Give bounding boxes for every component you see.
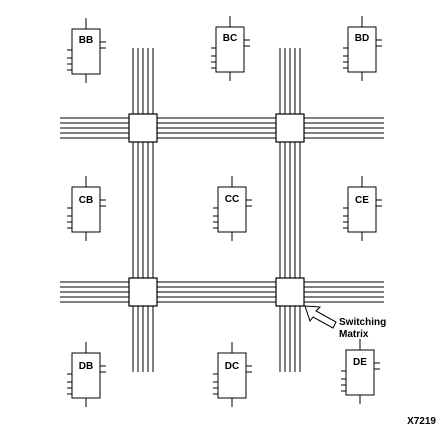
block-label-bd: BD — [355, 33, 369, 44]
block-label-ce: CE — [355, 195, 369, 206]
block-label-db: DB — [79, 361, 93, 372]
switching-matrix-label-line1: Switching — [339, 317, 386, 328]
block-label-cc: CC — [225, 194, 239, 205]
block-label-bb: BB — [79, 35, 93, 46]
horizontal-channel-top — [60, 117, 384, 139]
switching-matrix-label-line2: Matrix — [339, 329, 369, 340]
block-label-cb: CB — [79, 195, 93, 206]
switch-matrix-bottom-left — [128, 277, 158, 307]
switch-matrix-bottom-right — [275, 277, 305, 307]
vertical-channel-right — [279, 48, 301, 372]
logic-block-cc — [213, 176, 252, 241]
figure-id: X7219 — [407, 416, 436, 427]
block-label-dc: DC — [225, 361, 239, 372]
block-label-bc: BC — [223, 33, 237, 44]
horizontal-channel-bottom — [60, 281, 384, 303]
block-label-de: DE — [353, 357, 367, 368]
logic-block-de — [341, 339, 380, 404]
logic-block-bc — [211, 16, 250, 81]
logic-block-bd — [343, 16, 382, 81]
logic-block-db — [67, 342, 106, 407]
arrow-icon — [304, 305, 337, 329]
logic-block-cb — [67, 176, 106, 241]
logic-block-bb — [67, 18, 106, 83]
switch-matrix-top-left — [128, 113, 158, 143]
logic-block-dc — [213, 342, 252, 407]
switch-matrix-top-right — [275, 113, 305, 143]
logic-block-ce — [343, 176, 382, 241]
vertical-channel-left — [132, 48, 154, 372]
